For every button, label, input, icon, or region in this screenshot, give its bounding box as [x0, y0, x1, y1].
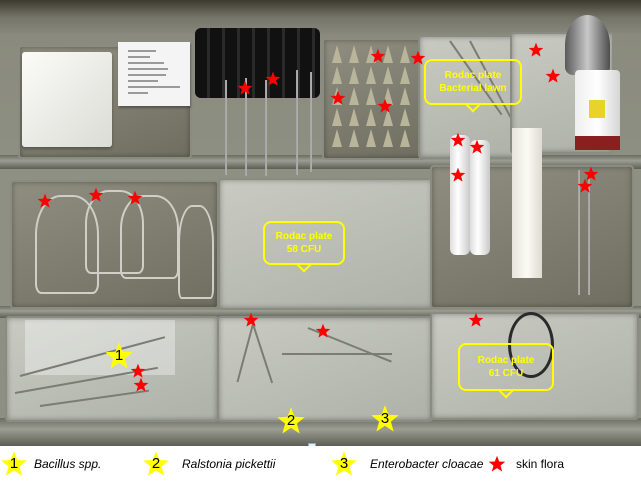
skin-flora-star [469, 139, 485, 155]
instrument-checklist [118, 42, 190, 106]
marker-number: 1 [114, 347, 124, 364]
skin-flora-star [468, 312, 484, 328]
skin-flora-star [88, 187, 104, 203]
yellow-star-icon: 1 [0, 450, 28, 478]
legend-label: skin flora [516, 457, 565, 471]
legend-item-enterobacter: 3 Enterobacter cloacae [330, 446, 483, 482]
callout-line2: 61 CFU [488, 368, 524, 379]
retractor-set [450, 135, 470, 255]
skin-flora-star [410, 50, 426, 66]
ralstonia-marker: 2 [276, 406, 306, 436]
skin-flora-star [133, 377, 149, 393]
skin-flora-star [243, 312, 259, 328]
marker-number: 2 [286, 412, 296, 429]
callout-bacterial-lawn: Rodac plate Bacterial lawn [424, 59, 522, 105]
rongeur [120, 195, 179, 279]
red-star-icon [488, 455, 506, 473]
probe [578, 170, 580, 295]
legend-label: Enterobacter cloacae [370, 457, 484, 471]
suction-tube [282, 353, 392, 355]
skin-flora-star [330, 90, 346, 106]
callout-line1: Rodac plate [477, 355, 535, 366]
callout-61-cfu: Rodac plate 61 CFU [458, 343, 554, 391]
forceps [310, 72, 312, 172]
callout-58-cfu: Rodac plate 58 CFU [263, 221, 345, 265]
callout-line1: Rodac plate [275, 231, 333, 242]
callout-line1: Rodac plate [444, 70, 502, 81]
drawer-front [0, 418, 641, 446]
legend-item-skin-flora: skin flora [488, 446, 564, 482]
forceps [265, 80, 267, 176]
bacillus-marker: 1 [104, 341, 134, 371]
yellow-star-icon: 2 [142, 450, 170, 478]
skin-flora-star [265, 71, 281, 87]
rongeur [85, 190, 144, 274]
nipper [178, 205, 214, 299]
skin-flora-star [450, 132, 466, 148]
yellow-star-icon: 3 [330, 450, 358, 478]
gauze-stack [22, 52, 112, 147]
skin-flora-star [545, 68, 561, 84]
retractor-set [470, 140, 490, 255]
skin-flora-star [577, 178, 593, 194]
skin-flora-star [37, 193, 53, 209]
skin-flora-star [237, 80, 253, 96]
marker-number: 3 [380, 410, 390, 427]
legend-number: 1 [9, 455, 19, 472]
forceps [245, 78, 247, 176]
enterobacter-marker: 3 [370, 404, 400, 434]
packaging-box [512, 128, 542, 278]
legend: 1 Bacillus spp. 2 Ralstonia pickettii 3 … [0, 446, 641, 482]
callout-line2: Bacterial lawn [439, 83, 507, 94]
drawer-frame [0, 0, 641, 18]
probe [588, 175, 590, 295]
instrument-rack [195, 28, 320, 98]
legend-item-ralstonia: 2 Ralstonia pickettii [142, 446, 275, 482]
skin-flora-star [450, 167, 466, 183]
forceps [225, 80, 227, 175]
callout-line2: 58 CFU [286, 244, 322, 255]
instrument-drawer-photo: Rodac plate Bacterial lawn Rodac plate 5… [0, 0, 641, 446]
forceps [296, 70, 298, 175]
steel-cup [565, 15, 610, 75]
spray-can [575, 70, 620, 150]
legend-item-bacillus: 1 Bacillus spp. [0, 446, 101, 482]
legend-label: Bacillus spp. [34, 457, 102, 471]
skin-flora-star [528, 42, 544, 58]
skin-flora-star [127, 190, 143, 206]
legend-number: 2 [151, 455, 161, 472]
skin-flora-star [377, 98, 393, 114]
skin-flora-star [315, 323, 331, 339]
legend-label: Ralstonia pickettii [182, 457, 276, 471]
skin-flora-star [370, 48, 386, 64]
legend-number: 3 [339, 455, 349, 472]
